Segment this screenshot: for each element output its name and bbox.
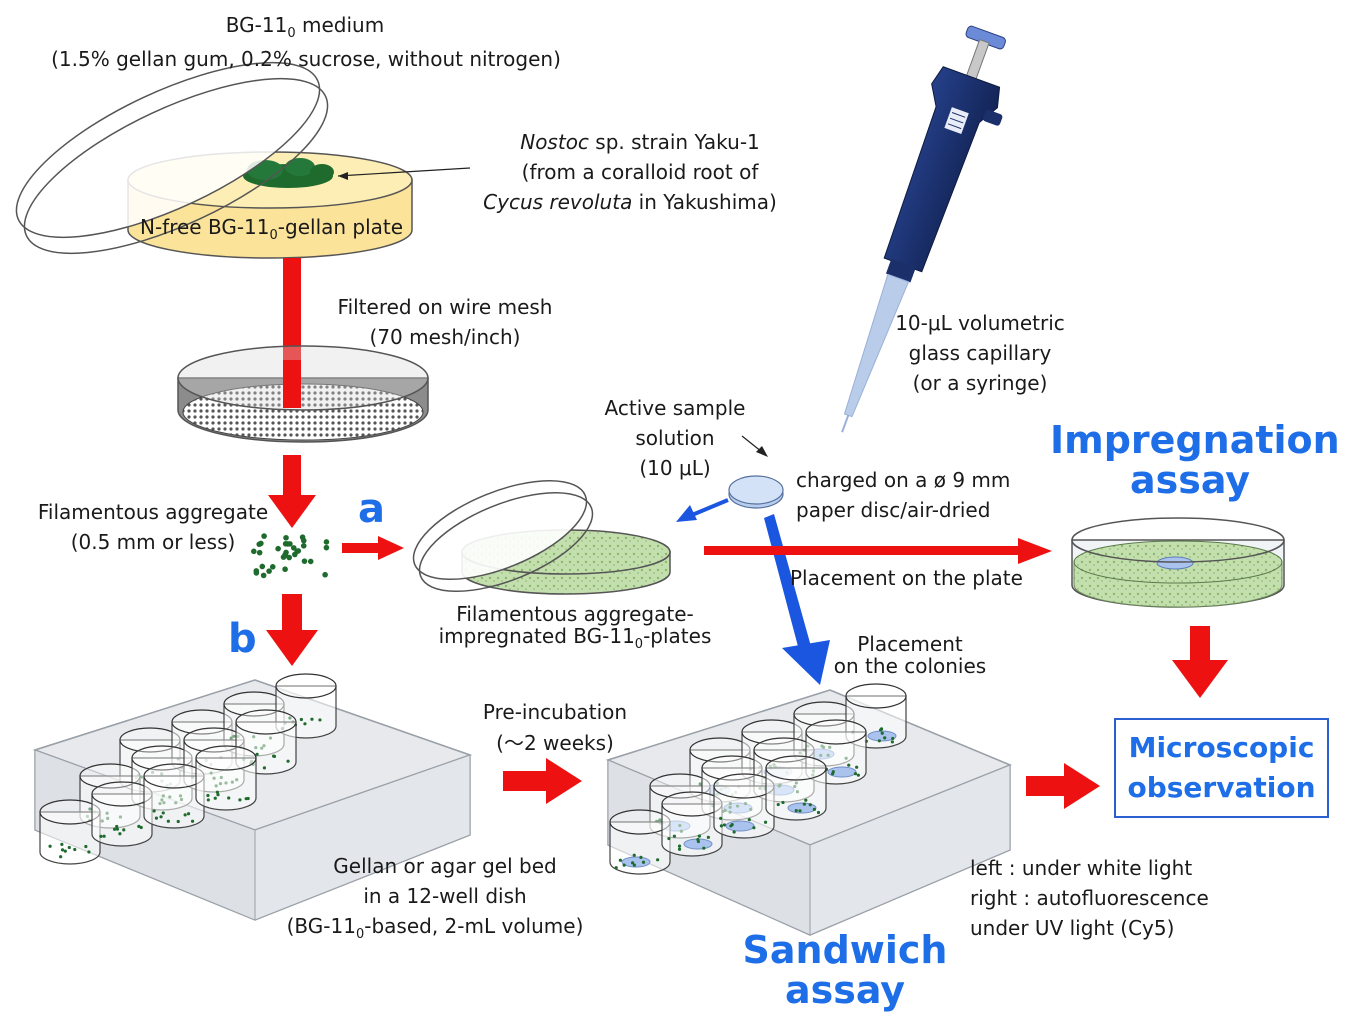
sample-line2: solution (635, 426, 715, 450)
microscopic-observation-box: Microscopic observation (1114, 718, 1329, 818)
impregnated-plates-line2: impregnated BG-110-plates (438, 624, 712, 652)
well (713, 773, 775, 839)
capillary-line3: (or a syringe) (912, 371, 1048, 395)
capillary-line1: 10-μL volumetric (895, 311, 1065, 335)
well (609, 809, 671, 875)
pipette (841, 25, 1006, 433)
strain-pointer-line (337, 167, 471, 177)
light-note-line2: right : autofluorescence (970, 886, 1209, 910)
observation-line2: observation (1127, 771, 1316, 804)
aggregate-dot (269, 564, 276, 570)
placement-colonies-line1: Placement (857, 632, 963, 656)
aggregate-dot (282, 566, 288, 573)
aggregate-dot (266, 568, 272, 574)
placement-plate-label: Placement on the plate (790, 566, 1023, 590)
preincubation-line2: (～2 weeks) (496, 731, 614, 755)
well-dish-sandwich (605, 683, 1012, 936)
filter-line2: (70 mesh/inch) (369, 325, 521, 349)
aggregate-dot (283, 549, 289, 556)
plate-label: N-free BG-110-gellan plate (140, 215, 404, 243)
branch-b-letter: b (228, 616, 257, 662)
well (39, 799, 101, 865)
aggregate-dot (323, 544, 330, 551)
impregnation-assay-line1: Impregnation (1050, 418, 1340, 462)
impregnation-assay-plate (1071, 517, 1285, 608)
capillary-line2: glass capillary (908, 341, 1052, 365)
aggregate-line2: (0.5 mm or less) (70, 530, 236, 554)
gel-bed-line1: Gellan or agar gel bed (333, 854, 557, 878)
gel-bed-line3: (BG-110-based, 2-mL volume) (286, 914, 584, 942)
medium-title: BG-110 medium (225, 13, 385, 41)
impregnated-plates-line1: Filamentous aggregate- (456, 602, 694, 626)
aggregate-dot (251, 548, 257, 555)
well (91, 781, 153, 847)
light-note-line1: left : under white light (970, 856, 1193, 880)
aggregate-dot (283, 534, 289, 541)
gellan-plate-dish (15, 61, 471, 259)
disc-line1: charged on a ø 9 mm (796, 468, 1011, 492)
medium-composition: (1.5% gellan gum, 0.2% sucrose, without … (51, 47, 561, 71)
sandwich-assay-line2: assay (784, 968, 906, 1012)
aggregate-dot (292, 551, 298, 558)
strain-line1: Nostoc sp. strain Yaku-1 (520, 130, 760, 154)
arrow-filter-to-aggregate (268, 455, 316, 528)
placement-colonies-line2: on the colonies (833, 654, 987, 678)
arrow-placement-on-plate (704, 538, 1052, 564)
aggregate-dot (260, 572, 267, 579)
aggregate-dot (301, 558, 308, 564)
aggregate-dot (300, 537, 307, 544)
aggregate-dot (253, 570, 260, 576)
aggregate-dot (307, 558, 314, 565)
impregnated-plate (412, 479, 671, 595)
aggregate-dot (300, 542, 307, 549)
sample-line1: Active sample (604, 396, 746, 420)
arrow-sandwich-to-observation (1026, 763, 1100, 809)
blue-arrow-disc-to-plate (676, 498, 729, 522)
well (765, 755, 827, 821)
aggregate-dot (323, 539, 330, 545)
sample-line3: (10 μL) (639, 456, 711, 480)
aggregate-dot (295, 548, 302, 554)
well (661, 791, 723, 857)
impregnation-assay-line2: assay (1129, 458, 1251, 502)
aggregate-dot (322, 571, 328, 578)
wire-mesh-filter (177, 345, 429, 443)
sandwich-assay-line1: Sandwich (742, 928, 948, 972)
aggregate-dot (284, 541, 291, 547)
filamentous-aggregate-dots (251, 533, 330, 579)
strain-line3: Cycus revoluta in Yakushima) (483, 190, 777, 214)
strain-line2: (from a coralloid root of (521, 160, 759, 184)
aggregate-dot (258, 540, 264, 547)
well (195, 745, 257, 811)
dish-lid (15, 61, 329, 255)
filter-line1: Filtered on wire mesh (337, 295, 553, 319)
arrow-b-down (266, 594, 318, 666)
sample-pointer-head (756, 446, 768, 457)
aggregate-dot (256, 549, 263, 556)
well (805, 719, 867, 785)
preincubation-line1: Pre-incubation (482, 700, 628, 724)
aggregate-dot (290, 545, 297, 551)
light-note-line3: under UV light (Cy5) (970, 916, 1175, 940)
paper-disc (728, 475, 784, 509)
arrow-a-to-plates (342, 536, 404, 560)
observation-line1: Microscopic (1128, 731, 1315, 764)
aggregate-dot (275, 545, 281, 552)
disc-line2: paper disc/air-dried (796, 498, 991, 522)
arrow-impregnation-to-observation (1172, 626, 1228, 698)
aggregate-dot (261, 533, 267, 539)
well (143, 763, 205, 829)
arrow-preincubation (503, 758, 582, 804)
strain-pointer-head (338, 172, 348, 180)
aggregate-line1: Filamentous aggregate (37, 500, 269, 524)
gel-bed-line2: in a 12-well dish (363, 884, 527, 908)
aggregate-dot (259, 563, 266, 570)
branch-a-letter: a (358, 486, 385, 532)
well-dish-left (32, 673, 473, 921)
